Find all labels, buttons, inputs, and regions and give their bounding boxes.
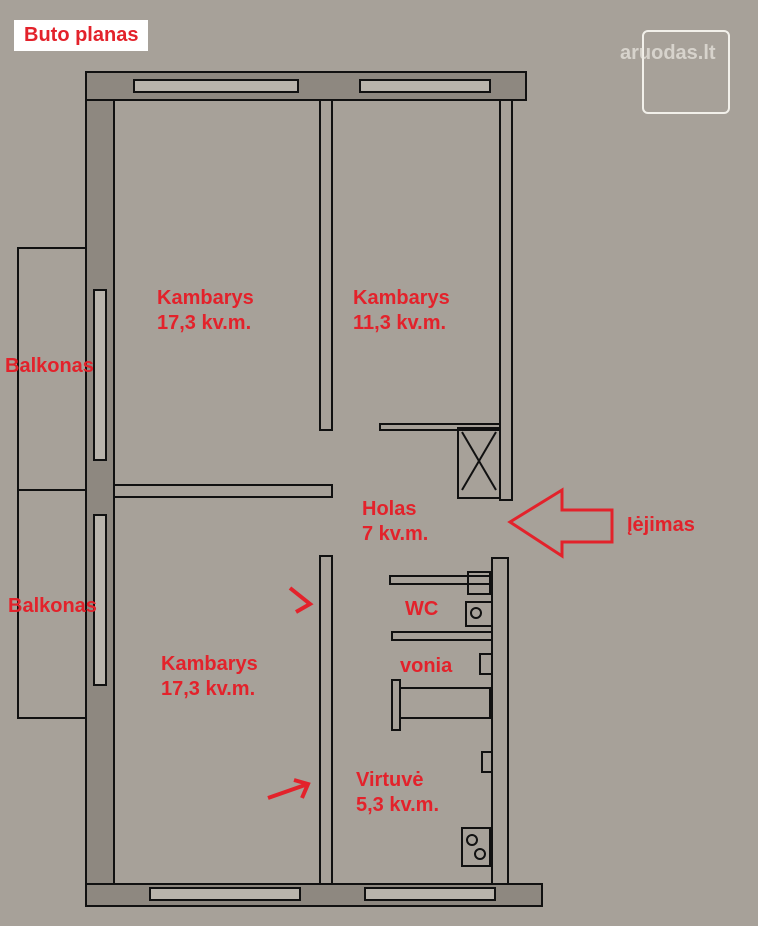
room-area: 17,3 kv.m. xyxy=(161,678,256,700)
room-name: Kambarys xyxy=(157,287,254,309)
aruodas-logo-icon xyxy=(642,30,730,114)
bath-label: vonia xyxy=(400,655,453,677)
door-arrow-icon xyxy=(288,586,314,614)
room-name: Holas xyxy=(362,498,417,520)
wall-interior-horizontal xyxy=(113,484,333,498)
room-label: Holas 7 kv.m. xyxy=(362,497,428,547)
page-title: Buto planas xyxy=(14,20,149,51)
watermark: aruodas.lt xyxy=(620,42,716,64)
door-arrow-icon xyxy=(267,778,311,800)
room-label: Kambarys 17,3 kv.m. xyxy=(157,286,254,336)
wall-right-top xyxy=(499,99,513,501)
balcony-label: Balkonas xyxy=(8,595,97,617)
room-name: Kambarys xyxy=(353,287,450,309)
entrance-label: Įėjimas xyxy=(627,514,695,536)
room-area: 5,3 kv.m. xyxy=(356,794,440,816)
room-area: 7 kv.m. xyxy=(362,523,429,545)
wc-label: WC xyxy=(405,598,439,620)
room-name: Virtuvė xyxy=(356,769,424,791)
balcony-label: Balkonas xyxy=(5,355,94,377)
room-label: Virtuvė 5,3 kv.m. xyxy=(356,768,439,818)
wall-right-bottom xyxy=(491,557,509,885)
room-area: 11,3 kv.m. xyxy=(353,312,447,334)
wall-interior-bottom xyxy=(319,555,333,885)
wall-left xyxy=(85,71,115,907)
entrance-arrow xyxy=(507,487,614,559)
room-area: 17,3 kv.m. xyxy=(157,312,252,334)
wall-interior-top xyxy=(319,99,333,431)
room-label: Kambarys 11,3 kv.m. xyxy=(353,286,450,336)
room-name: Kambarys xyxy=(161,653,258,675)
room-label: Kambarys 17,3 kv.m. xyxy=(161,652,258,702)
